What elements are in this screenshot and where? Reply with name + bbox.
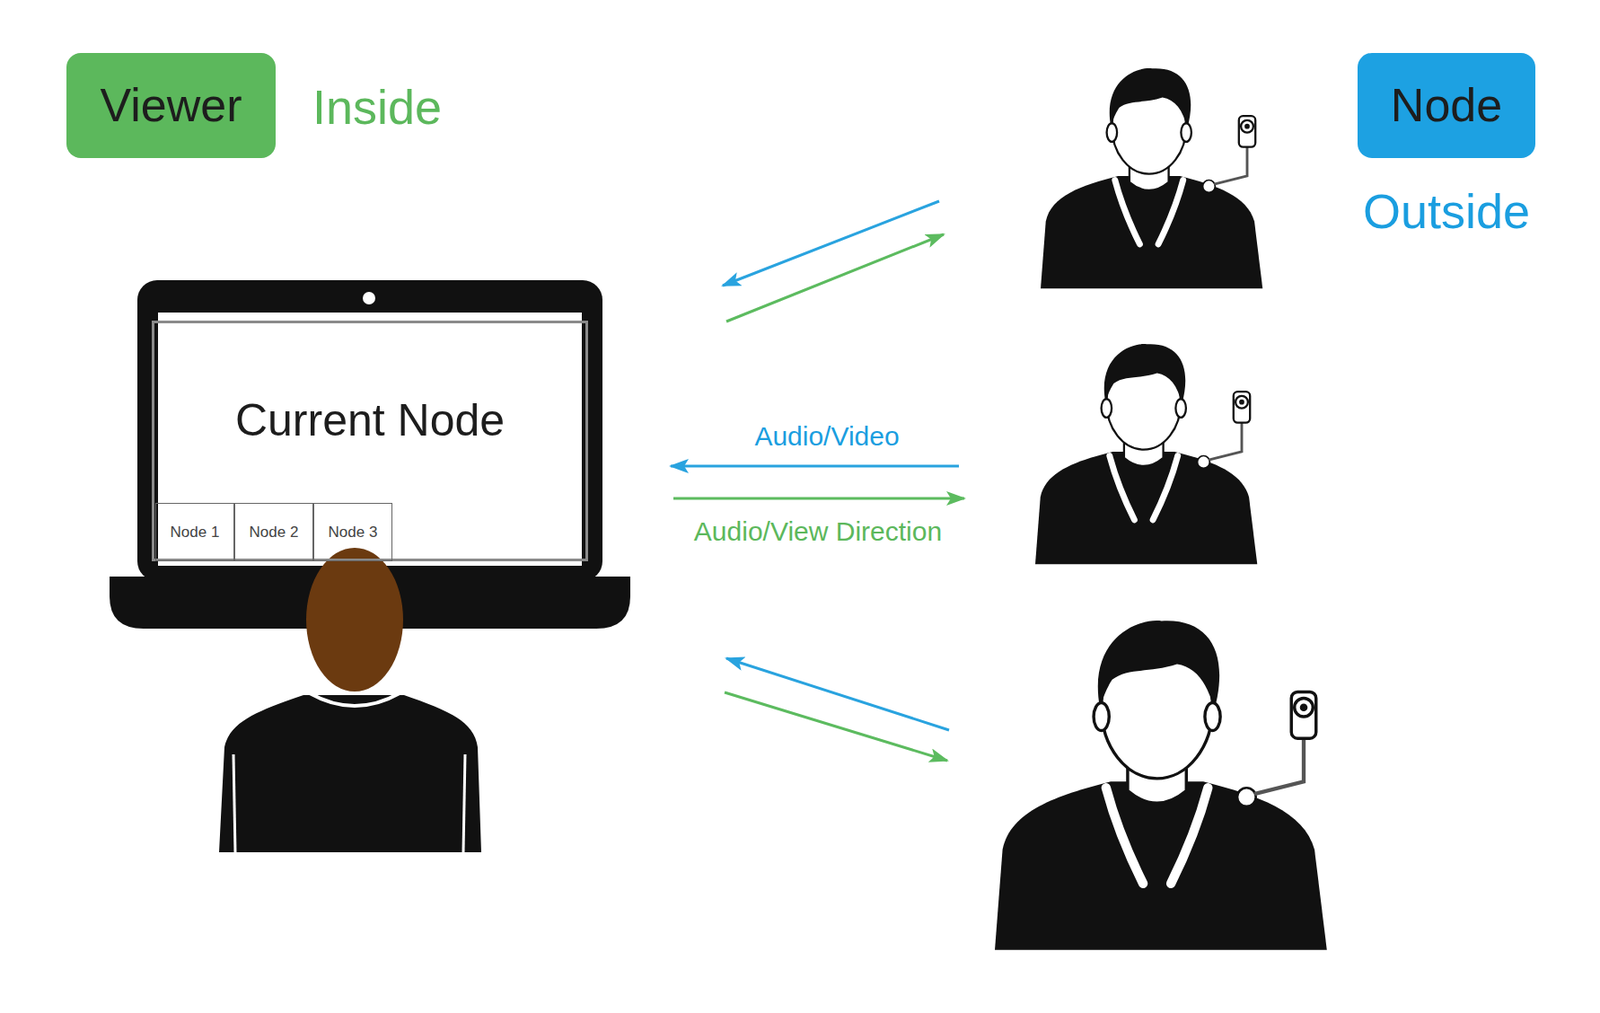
- inside-label: Inside: [312, 79, 442, 135]
- stream-label: Audio/Video: [754, 421, 899, 453]
- stream-label: Audio/View Direction: [694, 516, 942, 548]
- viewer-head: [306, 547, 404, 692]
- node-person: [1035, 343, 1258, 564]
- audio-video-arrow: [670, 465, 959, 468]
- outside-label: Outside: [1362, 183, 1530, 239]
- shirt-seam: [463, 754, 466, 853]
- audio-video-arrow: [726, 658, 950, 730]
- laptop-camera: [362, 291, 376, 305]
- node-text: Current Node: [154, 395, 586, 448]
- current-node-screen: Current NodeNode 1 Node 2 Node 3: [151, 320, 589, 562]
- node-tab: Node 2: [234, 502, 314, 562]
- node-text: Viewer: [99, 79, 242, 133]
- audio-video-arrow: [722, 201, 940, 286]
- viewer-body: [219, 694, 482, 853]
- node-person: [1040, 68, 1263, 289]
- node-badge: Node: [1357, 52, 1536, 159]
- viewer-badge: Viewer: [66, 52, 276, 159]
- direction-arrow: [724, 692, 948, 761]
- viewer-person: [219, 547, 482, 853]
- shirt-collar: [309, 693, 400, 706]
- node-text: Node: [1390, 79, 1503, 133]
- shirt-seam: [233, 754, 236, 853]
- node-tab: Node 3: [313, 502, 393, 562]
- node-text: Node 3: [328, 523, 379, 542]
- stream-arrows: [670, 201, 965, 761]
- node-person: [994, 620, 1328, 950]
- node-text: Node 2: [249, 523, 299, 542]
- laptop-bezel: [137, 280, 603, 581]
- direction-arrow: [726, 234, 944, 322]
- node-text: Node 1: [170, 523, 220, 542]
- node-tab: Node 1: [155, 502, 235, 562]
- direction-arrow: [673, 497, 965, 501]
